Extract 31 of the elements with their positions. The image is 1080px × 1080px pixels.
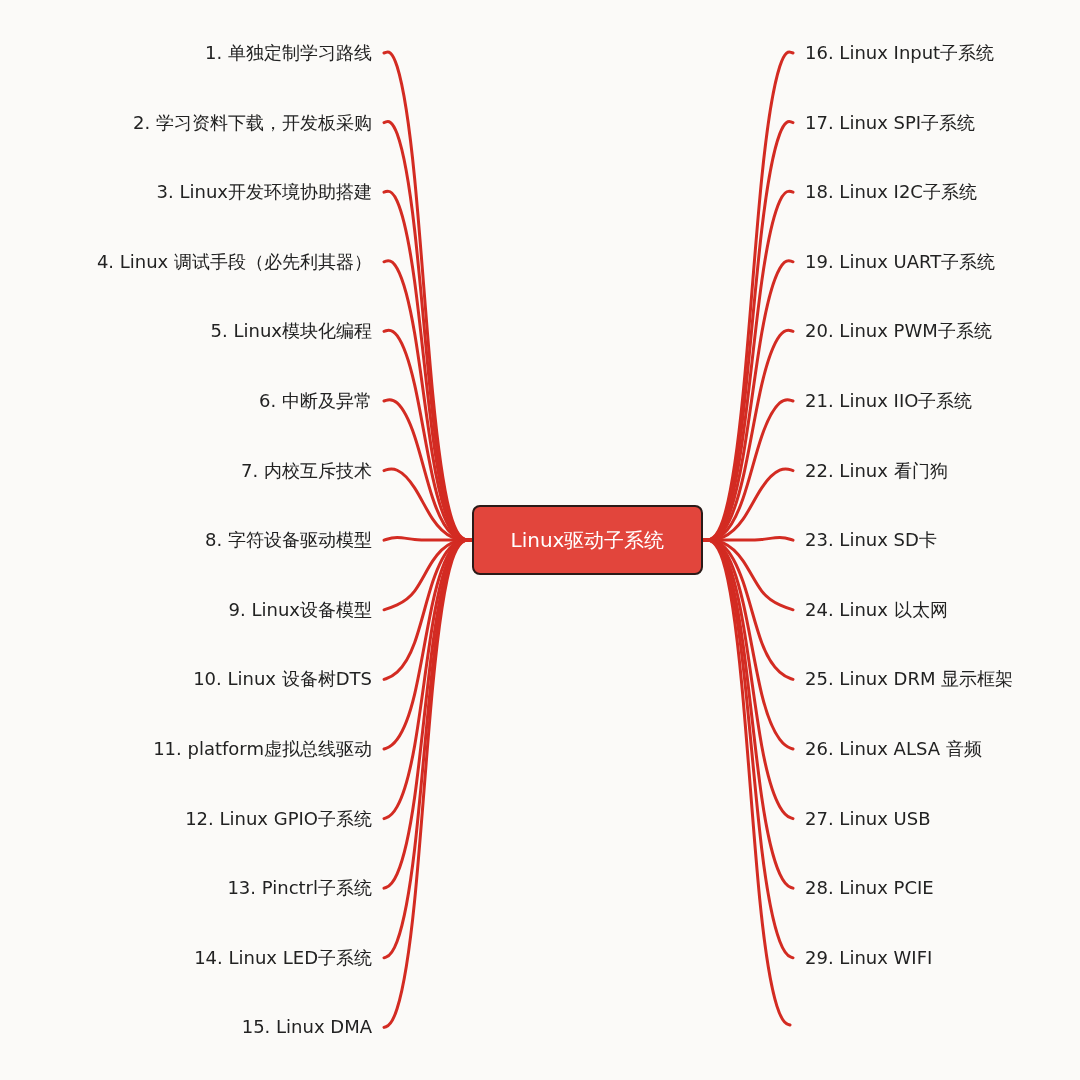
- topic-label: 21. Linux IIO子系统: [805, 389, 1065, 413]
- topic-label: 20. Linux PWM子系统: [805, 319, 1065, 344]
- topic-label: 10. Linux 设备树DTS: [12, 667, 372, 692]
- topic-label: 22. Linux 看门狗: [805, 458, 1065, 483]
- topic-label: 19. Linux UART子系统: [805, 249, 1065, 274]
- topic-label: 28. Linux PCIE: [805, 876, 1065, 901]
- topic-label: 6. 中断及异常: [12, 389, 372, 413]
- central-topic-text: Linux驱动子系统: [510, 528, 665, 552]
- topic-label: 16. Linux Input子系统: [805, 41, 1065, 65]
- topic-label: 18. Linux I2C子系统: [805, 180, 1065, 205]
- topic-label: 4. Linux 调试手段（必先利其器）: [12, 249, 372, 274]
- topic-label: 25. Linux DRM 显示框架: [805, 667, 1065, 692]
- topic-label: 29. Linux WIFI: [805, 945, 1065, 970]
- topic-label: 13. Pinctrl子系统: [12, 876, 372, 901]
- topic-label: 1. 单独定制学习路线: [12, 41, 372, 65]
- topic-label: 24. Linux 以太网: [805, 597, 1065, 622]
- topic-label: 5. Linux模块化编程: [12, 319, 372, 344]
- topic-label: 27. Linux USB: [805, 806, 1065, 831]
- topic-label: 2. 学习资料下载，开发板采购: [12, 110, 372, 135]
- topic-label: 9. Linux设备模型: [12, 597, 372, 622]
- topic-label: 8. 字符设备驱动模型: [12, 528, 372, 553]
- topic-label: 23. Linux SD卡: [805, 528, 1065, 553]
- topic-label: 7. 内校互斥技术: [12, 458, 372, 483]
- topic-label: 17. Linux SPI子系统: [805, 110, 1065, 135]
- topic-label: 3. Linux开发环境协助搭建: [12, 180, 372, 205]
- topic-label: 11. platform虚拟总线驱动: [12, 737, 372, 761]
- topic-label: 26. Linux ALSA 音频: [805, 737, 1065, 761]
- central-topic-box: [472, 505, 703, 575]
- topic-label: 12. Linux GPIO子系统: [12, 806, 372, 831]
- topic-label: 15. Linux DMA: [12, 1015, 372, 1040]
- topic-label: 14. Linux LED子系统: [12, 945, 372, 970]
